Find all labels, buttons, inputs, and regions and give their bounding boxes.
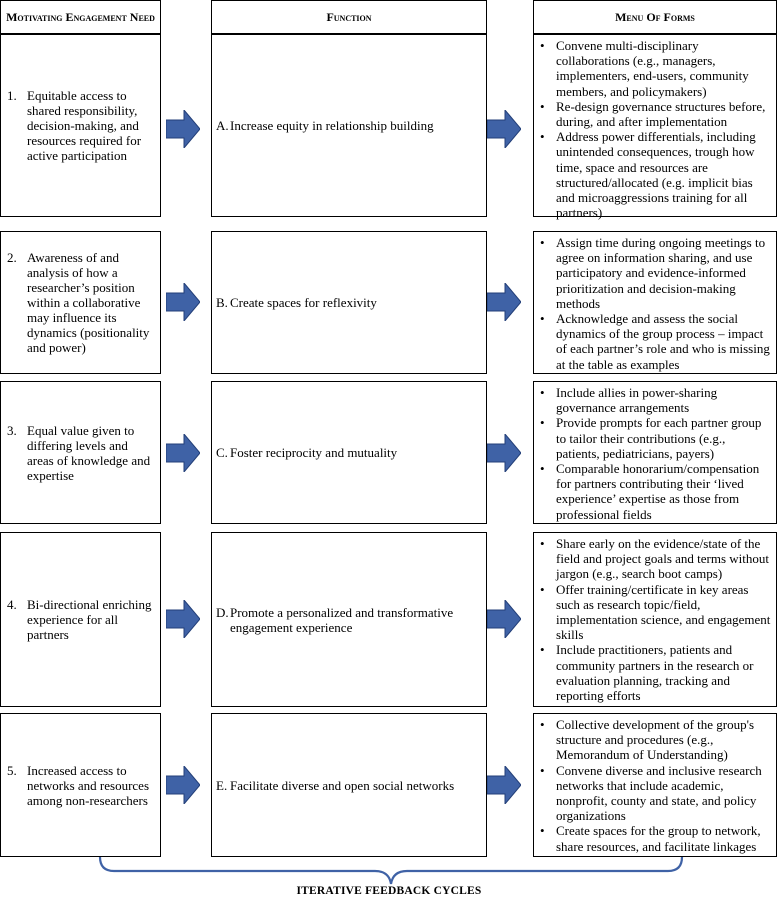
menu-item-text: Acknowledge and assess the social dynami… [556, 311, 770, 372]
right-arrow-icon [166, 600, 200, 638]
menu-item: • Provide prompts for each partner group … [538, 415, 772, 461]
need-text: Equitable access to shared responsibilit… [27, 88, 142, 163]
menu-item: • Share early on the evidence/state of th… [538, 536, 772, 582]
header-function: Function [211, 0, 487, 34]
bullet-icon: • [540, 98, 545, 114]
need-box-2: 2. Awareness of and analysis of how a res… [0, 231, 161, 374]
menu-item-text: Convene diverse and inclusive research n… [556, 762, 762, 824]
menu-item-text: Assign time during ongoing meetings to a… [556, 235, 766, 311]
menu-box-1: • Convene multi-disciplinary collaboratio… [533, 34, 777, 220]
function-letter: C. [216, 445, 228, 460]
bullet-icon: • [540, 311, 545, 327]
menu-item-text: Collective development of the group's st… [556, 717, 755, 763]
feedback-cycles-label: ITERATIVE FEEDBACK CYCLES [296, 885, 482, 897]
menu-item-text: Re-design governance structures before, … [556, 98, 766, 130]
menu-item: • Offer training/certificate in key areas… [538, 582, 772, 643]
function-text: Promote a personalized and transformativ… [230, 604, 454, 635]
need-box-5: 5. Increased access to networks and resou… [0, 713, 161, 857]
right-arrow-icon [166, 110, 200, 148]
function-letter: B. [216, 295, 228, 310]
bullet-icon: • [540, 642, 545, 658]
function-box-b: B.Create spaces for reflexivity [211, 231, 487, 374]
function-letter: A. [216, 118, 229, 133]
right-arrow-icon [487, 434, 521, 472]
function-box-c: C.Foster reciprocity and mutuality [211, 381, 487, 524]
function-text: Facilitate diverse and open social netwo… [230, 777, 455, 793]
function-box-a: A.Increase equity in relationship buildi… [211, 34, 487, 217]
menu-item: • Comparable honorarium/compensation for … [538, 461, 772, 522]
need-text: Bi-directional enriching experience for … [27, 597, 152, 642]
header-need-label: Motivating Engagement Need [6, 9, 155, 24]
header-menu-label: Menu Of Forms [615, 9, 695, 24]
need-box-4: 4. Bi-directional enriching experience fo… [0, 532, 161, 707]
header-need: Motivating Engagement Need [0, 0, 161, 34]
need-number: 4. [7, 597, 17, 612]
menu-box-5: • Collective development of the group's s… [533, 713, 777, 857]
function-text: Foster reciprocity and mutuality [230, 445, 398, 460]
bullet-icon: • [540, 461, 545, 477]
function-letter: D. [216, 604, 229, 620]
menu-box-2: • Assign time during ongoing meetings to … [533, 231, 777, 374]
menu-item: • Create spaces for the group to network,… [538, 823, 772, 853]
need-number: 5. [7, 762, 17, 778]
bullet-icon: • [540, 717, 545, 732]
menu-item: • Include practitioners, patients and com… [538, 642, 772, 703]
menu-item: • Address power differentials, including … [538, 129, 772, 220]
need-number: 2. [7, 250, 17, 265]
right-arrow-icon [166, 434, 200, 472]
right-arrow-icon [487, 110, 521, 148]
menu-item-text: Offer training/certificate in key areas … [556, 581, 771, 643]
menu-item: • Convene diverse and inclusive research … [538, 763, 772, 824]
bullet-icon: • [540, 581, 545, 597]
menu-item: • Acknowledge and assess the social dynam… [538, 311, 772, 372]
menu-item-text: Share early on the evidence/state of the… [556, 536, 770, 582]
function-box-e: E.Facilitate diverse and open social net… [211, 713, 487, 857]
menu-item: • Re-design governance structures before,… [538, 99, 772, 129]
need-text: Increased access to networks and resourc… [27, 762, 150, 808]
bullet-icon: • [540, 536, 545, 551]
header-menu: Menu Of Forms [533, 0, 777, 34]
header-function-label: Function [326, 9, 372, 24]
right-arrow-icon [166, 283, 200, 321]
right-arrow-icon [487, 600, 521, 638]
need-number: 3. [7, 422, 17, 438]
menu-item-text: Address power differentials, including u… [556, 129, 756, 221]
menu-box-3: • Include allies in power-sharing governa… [533, 381, 777, 524]
menu-item: • Convene multi-disciplinary collaboratio… [538, 38, 772, 99]
function-text: Increase equity in relationship building [230, 118, 434, 133]
right-arrow-icon [487, 766, 521, 804]
menu-box-4: • Share early on the evidence/state of th… [533, 532, 777, 707]
menu-item-text: Comparable honorarium/compensation for p… [556, 461, 760, 522]
need-box-1: 1. Equitable access to shared responsibil… [0, 34, 161, 217]
menu-item: • Include allies in power-sharing governa… [538, 385, 772, 415]
bullet-icon: • [540, 762, 545, 778]
need-text: Awareness of and analysis of how a resea… [27, 250, 150, 355]
bullet-icon: • [540, 38, 545, 53]
right-arrow-icon [487, 283, 521, 321]
menu-item: • Collective development of the group's s… [538, 717, 772, 763]
function-letter: E. [216, 777, 228, 793]
bullet-icon: • [540, 823, 545, 839]
menu-item-text: Include practitioners, patients and comm… [556, 642, 754, 704]
bullet-icon: • [540, 385, 545, 400]
need-text: Equal value given to differing levels an… [27, 422, 151, 483]
bullet-icon: • [540, 235, 545, 250]
need-box-3: 3. Equal value given to differing levels … [0, 381, 161, 524]
menu-item-text: Include allies in power-sharing governan… [556, 385, 718, 416]
function-box-d: D.Promote a personalized and transformat… [211, 532, 487, 707]
menu-item-text: Create spaces for the group to network, … [556, 823, 761, 854]
bullet-icon: • [540, 129, 545, 145]
menu-item: • Assign time during ongoing meetings to … [538, 235, 772, 311]
function-text: Create spaces for reflexivity [230, 295, 377, 310]
bullet-icon: • [540, 415, 545, 431]
menu-item-text: Convene multi-disciplinary collaboration… [556, 38, 749, 99]
need-number: 1. [7, 88, 17, 103]
right-arrow-icon [166, 766, 200, 804]
menu-item-text: Provide prompts for each partner group t… [556, 415, 762, 461]
